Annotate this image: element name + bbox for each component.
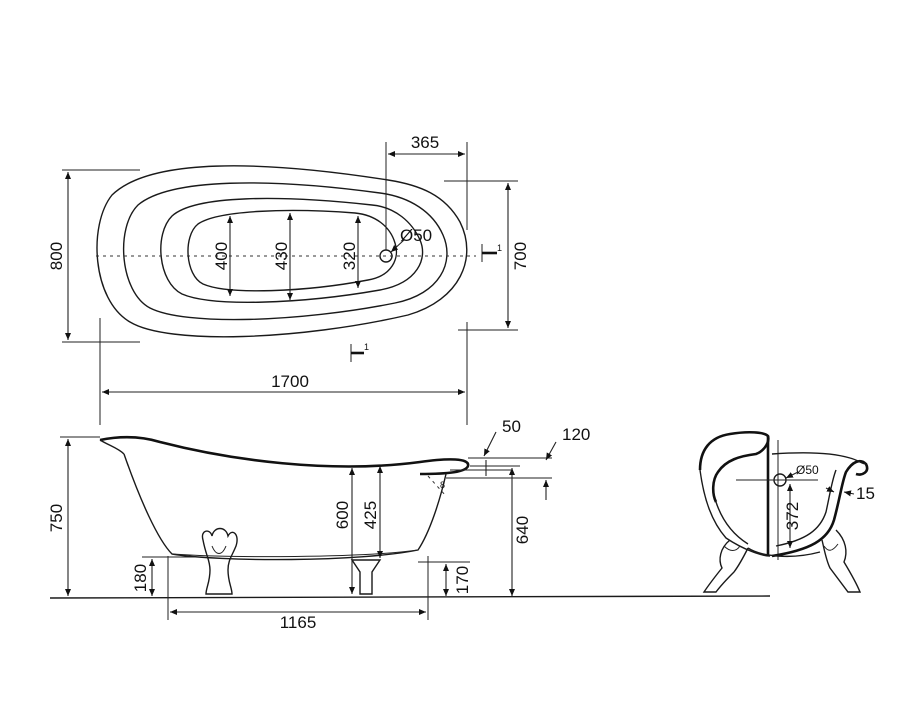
dim-o50-top: Ø50 <box>400 226 432 245</box>
dim-320: 320 <box>340 242 359 270</box>
svg-text:1: 1 <box>497 243 502 253</box>
dim-430: 430 <box>272 242 291 270</box>
dim-15: 15 <box>856 484 875 503</box>
tub-basin-bottom <box>187 209 397 292</box>
dim-1165: 1165 <box>280 613 317 632</box>
dim-50: 50 <box>502 417 521 436</box>
dim-8: 8 <box>440 480 445 490</box>
dim-365: 365 <box>411 133 439 152</box>
dim-800: 800 <box>47 242 66 270</box>
floor-line <box>49 595 771 599</box>
section-marker-right: 1 <box>481 243 502 262</box>
dim-170: 170 <box>453 566 472 594</box>
top-view: 800 700 365 400 430 320 Ø50 1700 1 <box>47 133 530 425</box>
svg-text:1: 1 <box>364 342 369 352</box>
dim-425: 425 <box>361 501 380 529</box>
section-leg-left <box>702 539 749 593</box>
side-leg-right <box>350 559 382 595</box>
section-view: 372 Ø50 15 <box>698 430 875 593</box>
dim-180: 180 <box>131 564 150 592</box>
side-view: 750 180 1165 600 425 170 640 50 120 <box>47 417 771 632</box>
tub-basin-edge <box>160 197 424 303</box>
section-right-wall <box>771 459 869 558</box>
dim-120: 120 <box>562 425 590 444</box>
section-leg-right <box>821 529 862 593</box>
tub-outer-rim <box>96 165 468 338</box>
dim-700: 700 <box>511 242 530 270</box>
section-left-rim <box>698 430 770 503</box>
dim-o50-section: Ø50 <box>796 463 819 477</box>
dim-372: 372 <box>783 502 802 530</box>
tub-inner-rim <box>122 182 448 321</box>
side-leg-left <box>201 527 238 595</box>
dim-640: 640 <box>513 516 532 544</box>
dim-600: 600 <box>333 501 352 529</box>
dim-1700: 1700 <box>271 372 309 391</box>
dim-400: 400 <box>212 242 231 270</box>
section-marker-bottom: 1 <box>350 342 369 362</box>
dim-750: 750 <box>47 504 66 532</box>
side-body <box>123 453 447 561</box>
side-rim <box>99 435 470 476</box>
